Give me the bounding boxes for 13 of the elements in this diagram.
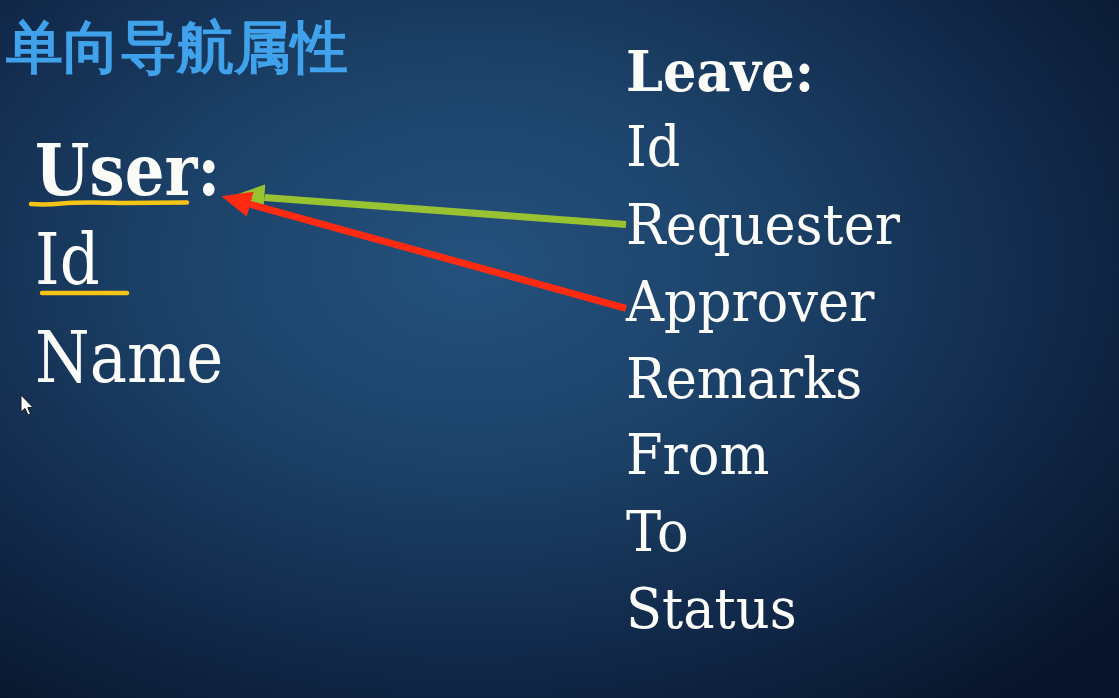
entity-heading: User: (35, 141, 221, 200)
field-name: To (626, 498, 689, 566)
field-name: Remarks (626, 345, 863, 413)
field-name: Approver (626, 268, 875, 336)
arrow (221, 191, 627, 312)
field-name: Name (35, 315, 224, 401)
field-name: From (626, 421, 770, 489)
field-name: Id (626, 113, 681, 181)
field-name: Status (626, 575, 797, 643)
entity-heading: Leave: (626, 38, 815, 106)
field-name: Requester (626, 191, 900, 259)
slide-title: 单向导航属性 (6, 13, 348, 82)
field-name: Id (35, 231, 100, 290)
